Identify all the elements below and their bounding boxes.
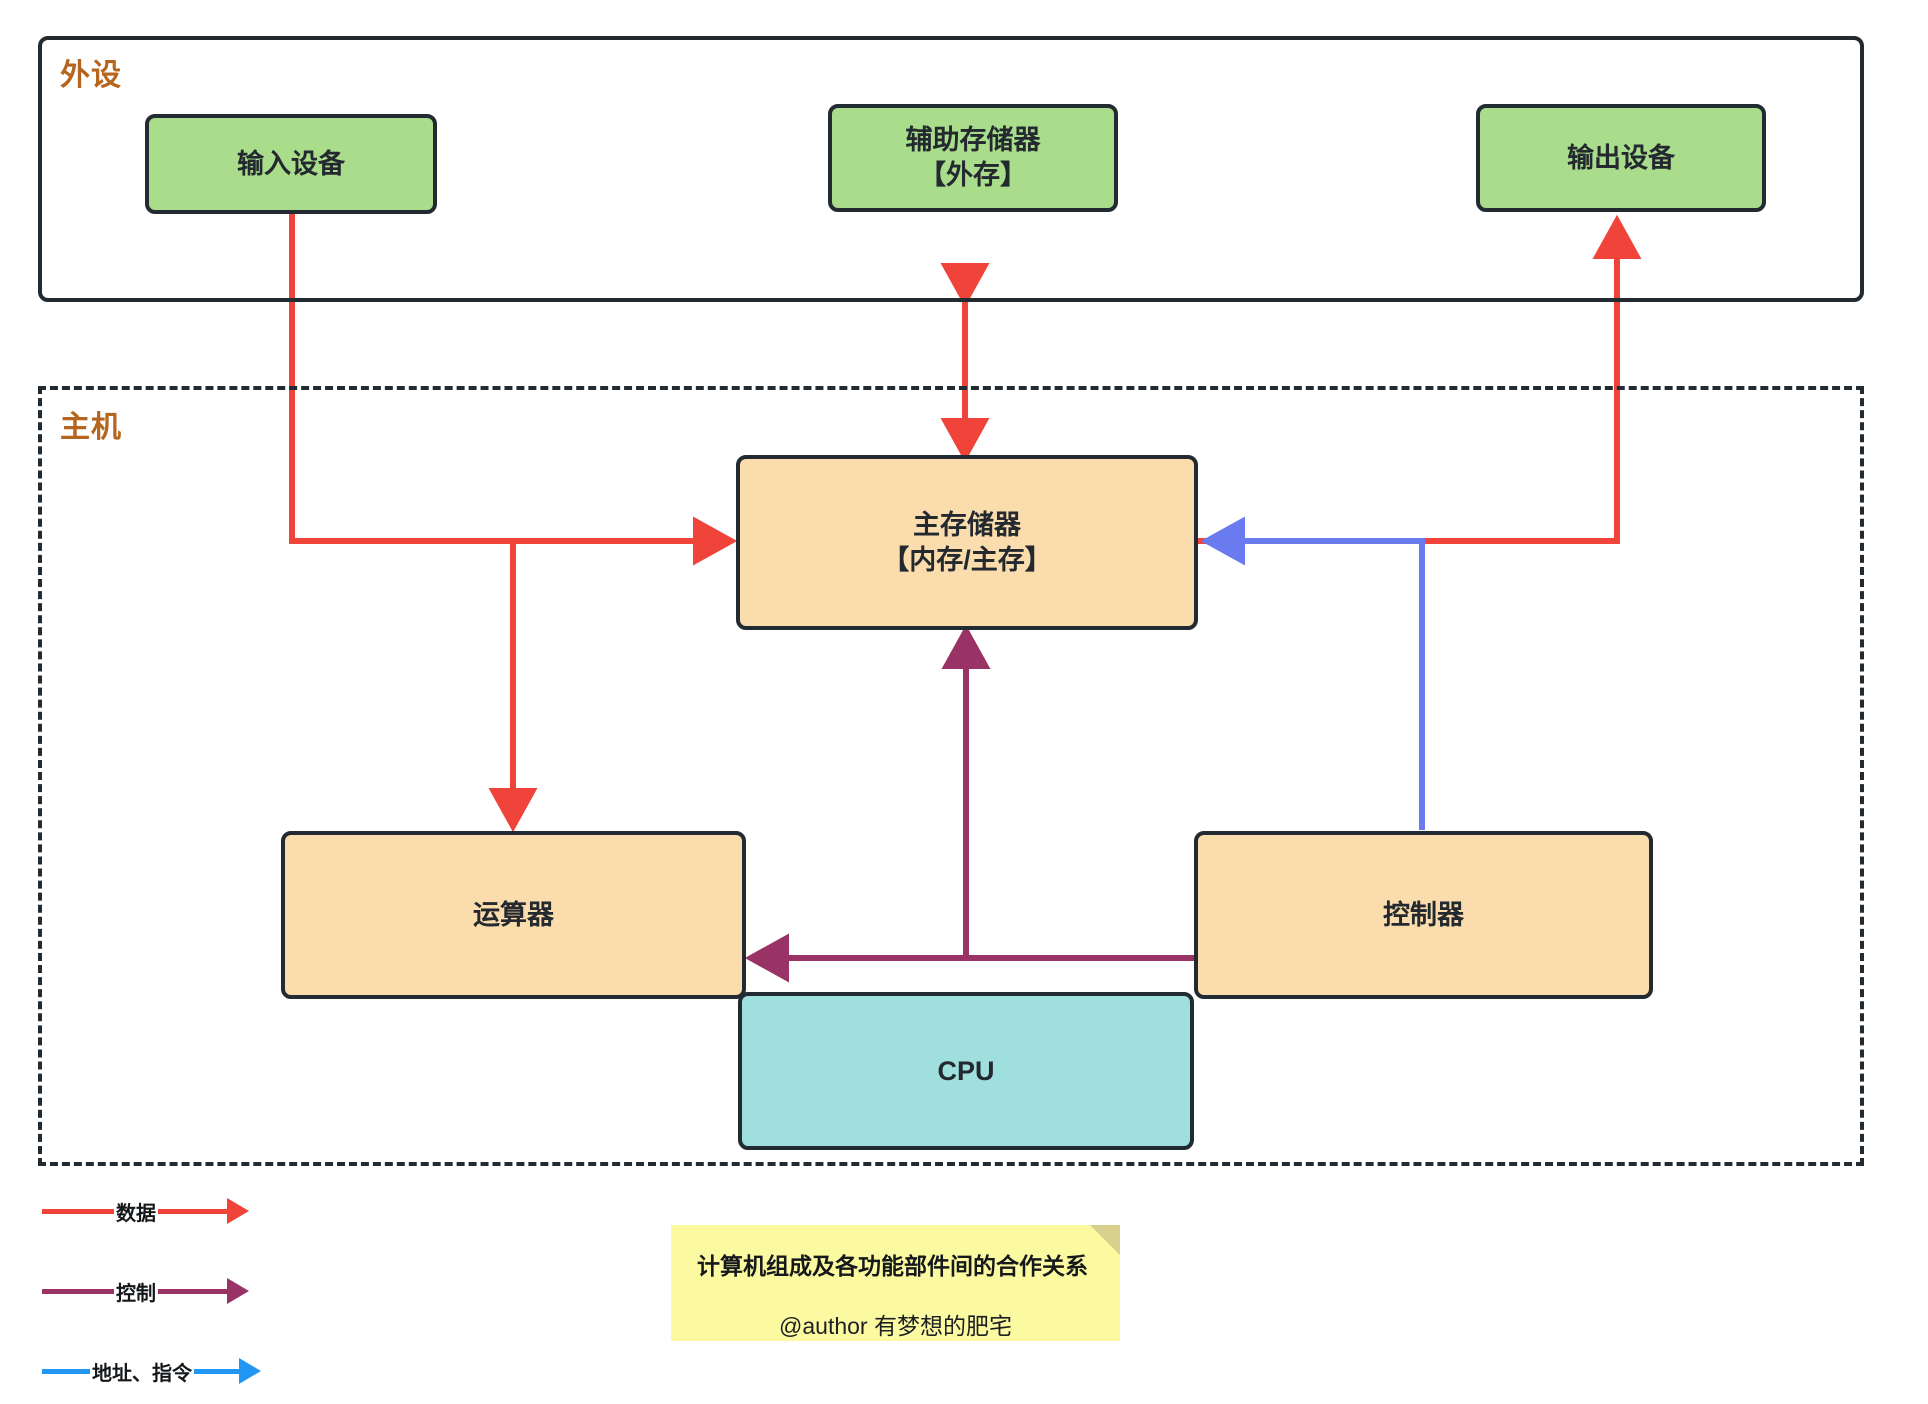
node-input-device-label: 输入设备 — [237, 148, 345, 179]
node-auxiliary-storage-label-line2: 【外存】 — [919, 160, 1027, 190]
note-title: 计算机组成及各功能部件间的合作关系 — [697, 1253, 1088, 1279]
legend-arrow-address — [239, 1358, 261, 1384]
legend-item-control: 控制 — [42, 1278, 249, 1305]
node-control-unit[interactable]: 控制器 — [1194, 831, 1653, 999]
legend-label-data: 数据 — [116, 1202, 156, 1225]
container-host — [38, 386, 1864, 1166]
node-alu-label: 运算器 — [473, 899, 554, 930]
legend-item-address-instruction: 地址、指令 — [42, 1358, 261, 1385]
note-author: @author 有梦想的肥宅 — [779, 1313, 1012, 1339]
legend-arrow-control — [227, 1278, 249, 1304]
legend-line-data-2 — [158, 1208, 228, 1214]
legend-line-address-2 — [194, 1368, 240, 1374]
legend-line-data — [42, 1208, 114, 1214]
node-cpu-label: CPU — [937, 1055, 995, 1086]
node-main-memory[interactable]: 主存储器 【内存/主存】 — [736, 455, 1198, 630]
container-peripherals — [38, 36, 1864, 302]
node-auxiliary-storage-label-line1: 辅助存储器 — [905, 125, 1041, 156]
note-card: 计算机组成及各功能部件间的合作关系 @author 有梦想的肥宅 — [671, 1225, 1120, 1341]
legend-line-address — [42, 1368, 90, 1374]
node-auxiliary-storage[interactable]: 辅助存储器 【外存】 — [828, 104, 1118, 212]
node-output-device-label: 输出设备 — [1567, 142, 1675, 173]
container-peripherals-label: 外设 — [60, 59, 122, 92]
node-main-memory-label-line1: 主存储器 — [913, 509, 1021, 540]
legend-label-address: 地址、指令 — [92, 1362, 192, 1385]
legend-arrow-data — [227, 1198, 249, 1224]
legend-line-control-2 — [158, 1288, 228, 1294]
node-main-memory-label-line2: 【内存/主存】 — [882, 544, 1052, 575]
note-fold-corner — [1090, 1225, 1120, 1255]
node-output-device[interactable]: 输出设备 — [1476, 104, 1766, 212]
legend-line-control — [42, 1288, 114, 1294]
node-alu[interactable]: 运算器 — [281, 831, 746, 999]
legend-label-control: 控制 — [116, 1282, 156, 1305]
node-cpu[interactable]: CPU — [738, 992, 1194, 1150]
node-input-device[interactable]: 输入设备 — [145, 114, 437, 214]
container-host-label: 主机 — [60, 411, 122, 444]
node-control-unit-label: 控制器 — [1383, 899, 1464, 930]
legend-item-data: 数据 — [42, 1198, 249, 1225]
